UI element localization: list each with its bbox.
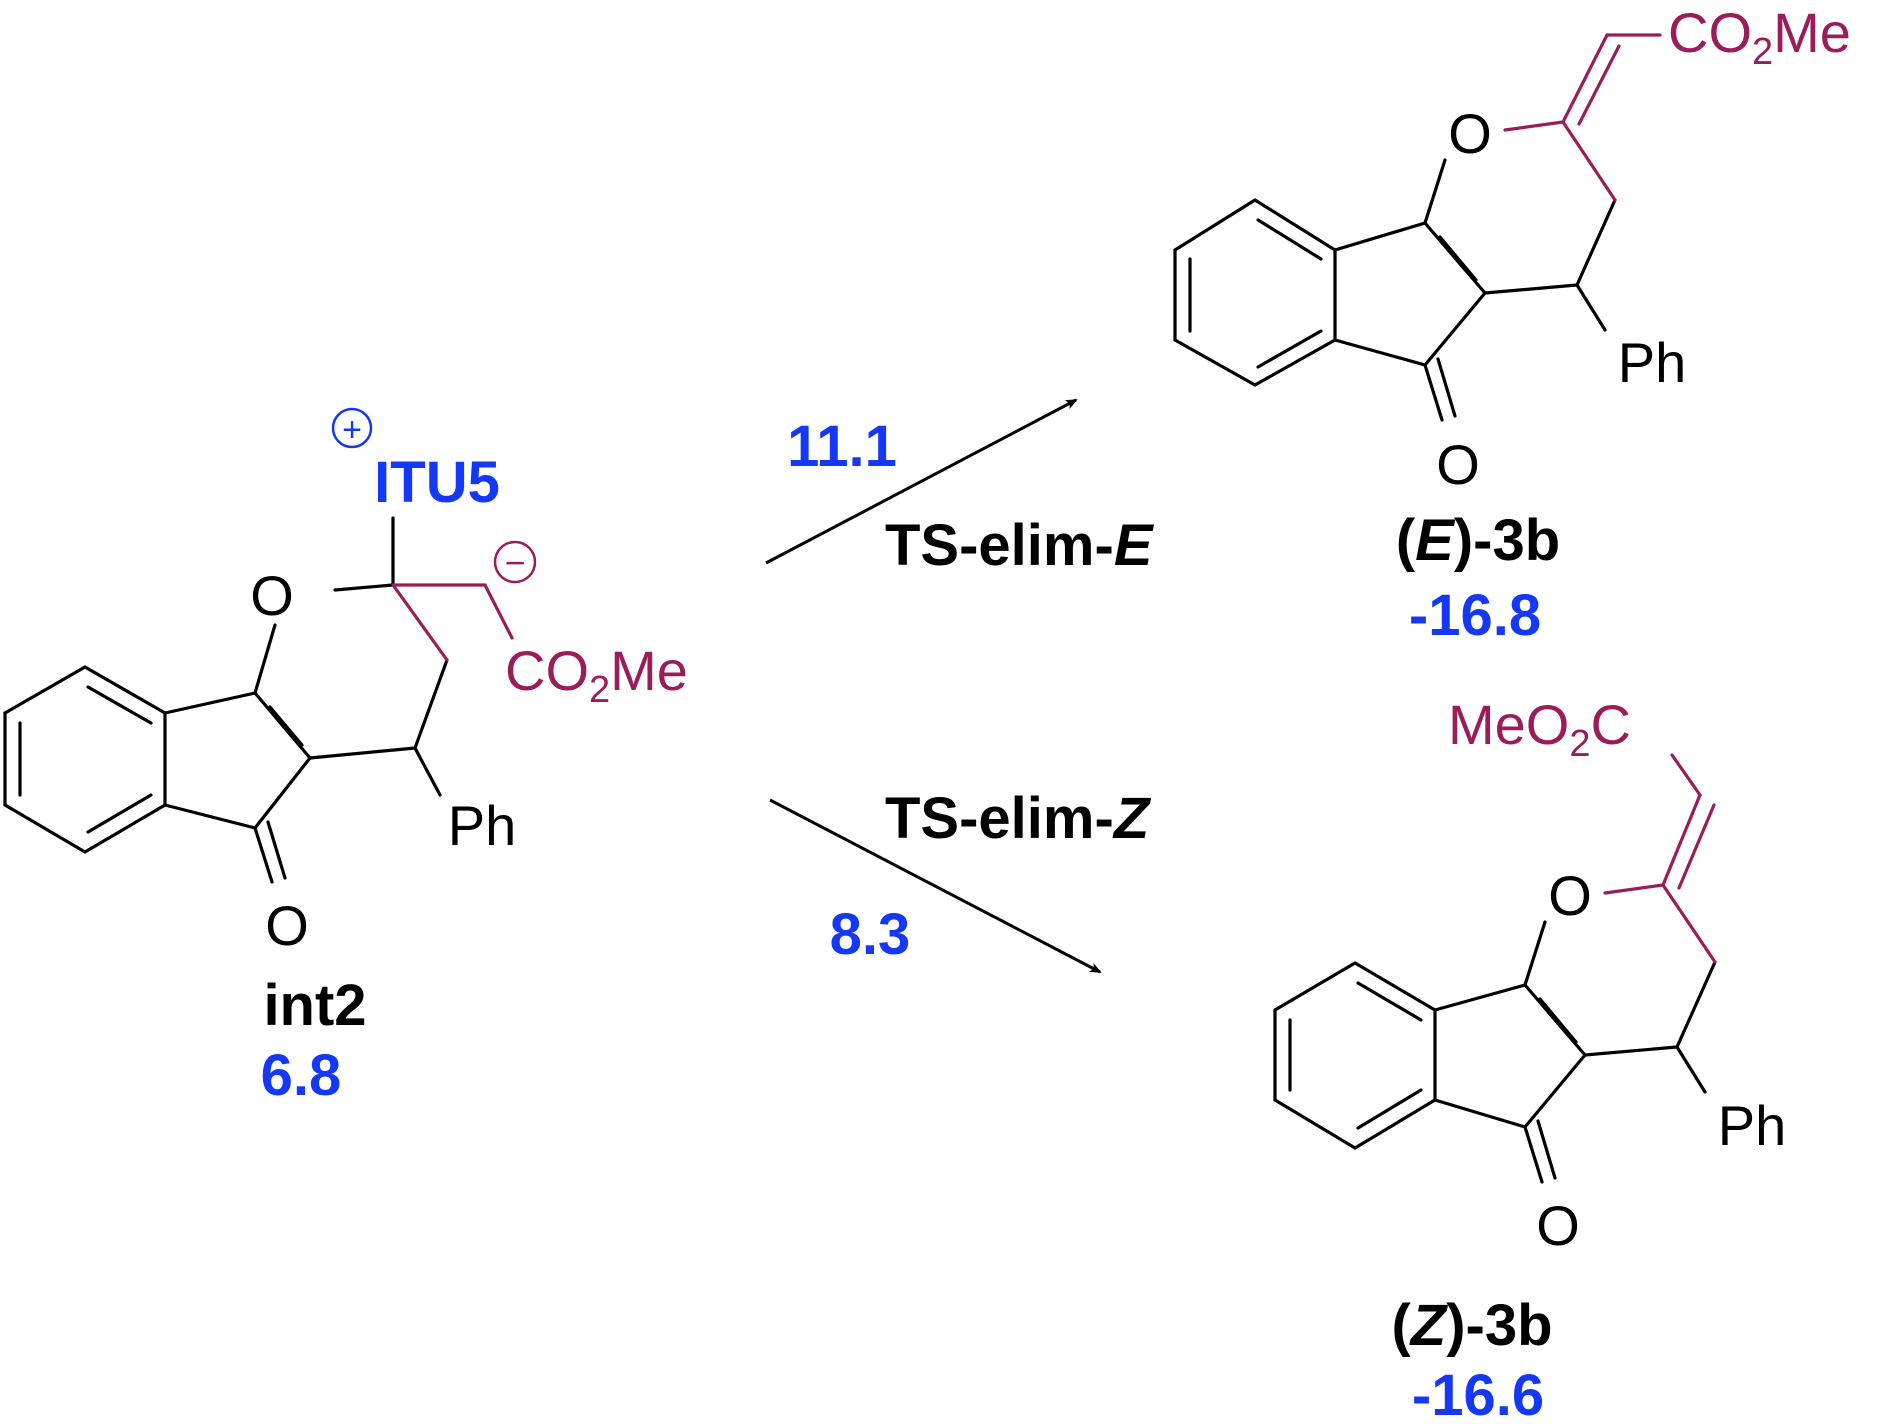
e-product-ester-label: CO2Me bbox=[1668, 1, 1851, 73]
z-product-structure: O O Ph MeO2C (Z)-3b -16.6 bbox=[1273, 693, 1787, 1424]
int2-anion-charge: − bbox=[493, 540, 537, 584]
int2-anion-sign: − bbox=[504, 542, 525, 583]
int2-carbonyl-oxygen: O bbox=[265, 894, 309, 957]
int2-cation-charge: + bbox=[331, 407, 373, 449]
z-product-phenyl-label: Ph bbox=[1718, 1094, 1787, 1157]
int2-cation-sign: + bbox=[342, 411, 362, 449]
e-product-phenyl-label: Ph bbox=[1618, 331, 1687, 394]
e-product-energy: -16.8 bbox=[1409, 583, 1541, 648]
z-product-name: (Z)-3b bbox=[1391, 1293, 1552, 1358]
z-product-skeleton-bonds bbox=[1273, 920, 1717, 1184]
z-product-ester-label: MeO2C bbox=[1448, 693, 1631, 765]
int2-structure: O O Ph + ITU5 − CO2Me int2 6.8 bbox=[3, 407, 688, 1108]
e-product-name: (E)-3b bbox=[1396, 508, 1560, 573]
int2-ring-oxygen: O bbox=[250, 564, 294, 627]
z-product-ring-oxygen: O bbox=[1548, 864, 1592, 927]
path-z-ts-label: TS-elim-Z bbox=[885, 786, 1152, 851]
z-product-acrylate-bonds bbox=[1603, 753, 1717, 964]
int2-ring-ch2-bond bbox=[391, 583, 449, 662]
int2-enolate-bonds bbox=[391, 583, 514, 662]
int2-phenyl-label: Ph bbox=[448, 794, 517, 857]
int2-name: int2 bbox=[263, 973, 366, 1038]
path-z-arrow bbox=[769, 798, 1102, 974]
e-product-carbonyl-oxygen: O bbox=[1436, 433, 1480, 496]
path-e-ts-label: TS-elim-E bbox=[885, 513, 1155, 578]
e-product-acrylate-bonds bbox=[1503, 33, 1662, 202]
path-e-barrier: 11.1 bbox=[787, 414, 897, 479]
path-e-arrow bbox=[765, 398, 1078, 565]
e-product-structure: O O Ph CO2Me (E)-3b -16.8 bbox=[1173, 1, 1851, 648]
z-product-energy: -16.6 bbox=[1412, 1363, 1544, 1424]
int2-catalyst-label: ITU5 bbox=[374, 450, 500, 515]
int2-skeleton-bonds bbox=[3, 516, 449, 884]
e-product-ring-oxygen: O bbox=[1448, 102, 1492, 165]
int2-ester-label: CO2Me bbox=[505, 639, 688, 711]
int2-energy: 6.8 bbox=[261, 1043, 342, 1108]
int2-ester-bond bbox=[483, 583, 514, 640]
z-product-carbonyl-oxygen: O bbox=[1536, 1194, 1580, 1257]
e-product-skeleton-bonds bbox=[1173, 158, 1617, 422]
path-z-barrier: 8.3 bbox=[830, 902, 911, 967]
